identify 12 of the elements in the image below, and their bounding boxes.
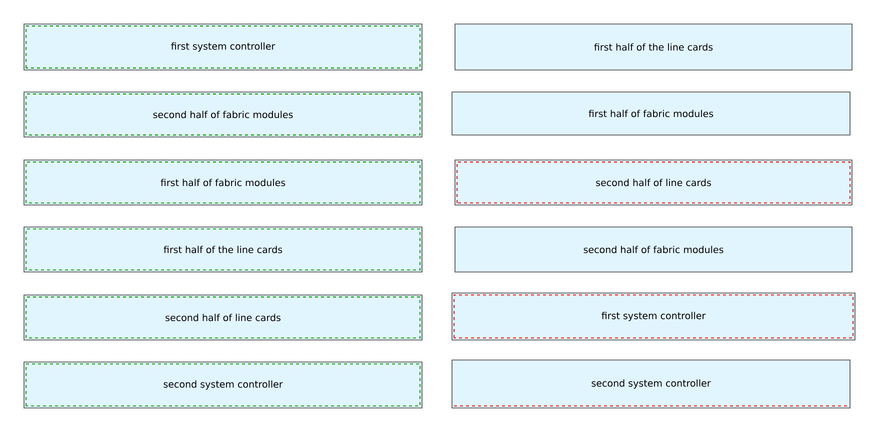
answer-box: second system controller (452, 360, 850, 408)
answer-box: first system controller (24, 24, 422, 70)
answer-box: first half of the line cards (454, 24, 852, 70)
answer-box: second half of line cards (454, 160, 852, 206)
answer-box: first system controller (452, 292, 856, 340)
answer-box: second half of fabric modules (24, 92, 422, 138)
answer-box: first half of the line cards (24, 226, 422, 272)
answer-box: second half of fabric modules (454, 226, 852, 272)
answer-box: second half of line cards (24, 294, 422, 340)
answer-box: first half of fabric modules (452, 92, 850, 136)
answer-box: second system controller (24, 362, 422, 408)
answer-box: first half of fabric modules (24, 160, 422, 206)
